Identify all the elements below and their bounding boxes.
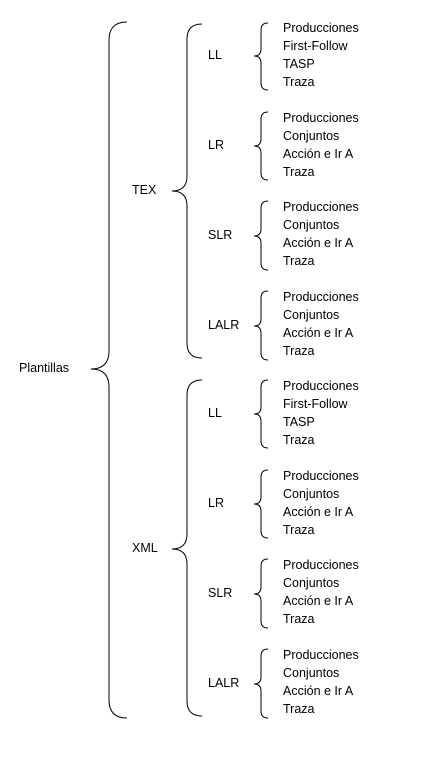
- parser-label-tex-lr: LR: [208, 138, 224, 152]
- template-item: Acción e Ir A: [283, 684, 354, 698]
- template-item: Conjuntos: [283, 487, 340, 501]
- brace-tex: [171, 23, 203, 359]
- parser-label-xml-lr: LR: [208, 496, 224, 510]
- template-item: Conjuntos: [283, 666, 340, 680]
- template-item: First-Follow: [283, 39, 348, 53]
- template-item: Producciones: [283, 111, 359, 125]
- template-item: Producciones: [283, 648, 359, 662]
- parser-label-xml-ll: LL: [208, 406, 222, 420]
- template-item: Traza: [283, 75, 315, 89]
- template-item: Conjuntos: [283, 218, 340, 232]
- brace-leaf-2: [253, 200, 269, 271]
- template-item: TASP: [283, 415, 315, 429]
- template-list-xml-ll: Producciones First-Follow TASP Traza: [283, 377, 359, 449]
- template-item: Producciones: [283, 290, 359, 304]
- template-item: TASP: [283, 57, 315, 71]
- template-list-xml-slr: Producciones Conjuntos Acción e Ir A Tra…: [283, 556, 359, 628]
- brace-leaf-5: [253, 469, 269, 539]
- template-item: Acción e Ir A: [283, 236, 354, 250]
- template-item: First-Follow: [283, 397, 348, 411]
- template-item: Acción e Ir A: [283, 326, 354, 340]
- template-item: Acción e Ir A: [283, 594, 354, 608]
- template-item: Conjuntos: [283, 576, 340, 590]
- brace-leaf-0: [253, 22, 269, 91]
- template-list-tex-slr: Producciones Conjuntos Acción e Ir A Tra…: [283, 198, 359, 270]
- brace-leaf-7: [253, 648, 269, 719]
- template-item: Traza: [283, 254, 315, 268]
- root-label: Plantillas: [19, 361, 70, 375]
- template-item: Conjuntos: [283, 129, 340, 143]
- template-item: Producciones: [283, 379, 359, 393]
- parser-label-xml-slr: SLR: [208, 586, 233, 600]
- template-list-xml-lalr: Producciones Conjuntos Acción e Ir A Tra…: [283, 646, 359, 718]
- template-item: Traza: [283, 165, 315, 179]
- template-item: Traza: [283, 612, 315, 626]
- template-item: Producciones: [283, 200, 359, 214]
- format-label-xml: XML: [132, 541, 158, 555]
- template-item: Acción e Ir A: [283, 505, 354, 519]
- template-list-tex-lr: Producciones Conjuntos Acción e Ir A Tra…: [283, 109, 359, 181]
- template-item: Traza: [283, 433, 315, 447]
- parser-label-tex-lalr: LALR: [208, 318, 240, 332]
- brace-leaf-3: [253, 290, 269, 361]
- brace-leaf-4: [253, 379, 269, 449]
- template-item: Acción e Ir A: [283, 147, 354, 161]
- parser-label-xml-lalr: LALR: [208, 676, 240, 690]
- template-item: Traza: [283, 523, 315, 537]
- template-list-tex-ll: Producciones First-Follow TASP Traza: [283, 19, 359, 91]
- template-item: Producciones: [283, 558, 359, 572]
- brace-root: [90, 21, 128, 719]
- template-item: Traza: [283, 344, 315, 358]
- template-item: Traza: [283, 702, 315, 716]
- parser-label-tex-ll: LL: [208, 48, 222, 62]
- brace-xml: [171, 379, 203, 717]
- template-item: Producciones: [283, 469, 359, 483]
- brace-leaf-6: [253, 558, 269, 629]
- template-list-tex-lalr: Producciones Conjuntos Acción e Ir A Tra…: [283, 288, 359, 360]
- template-list-xml-lr: Producciones Conjuntos Acción e Ir A Tra…: [283, 467, 359, 539]
- brace-leaf-1: [253, 111, 269, 181]
- parser-label-tex-slr: SLR: [208, 228, 233, 242]
- template-item: Producciones: [283, 21, 359, 35]
- template-item: Conjuntos: [283, 308, 340, 322]
- format-label-tex: TEX: [132, 183, 157, 197]
